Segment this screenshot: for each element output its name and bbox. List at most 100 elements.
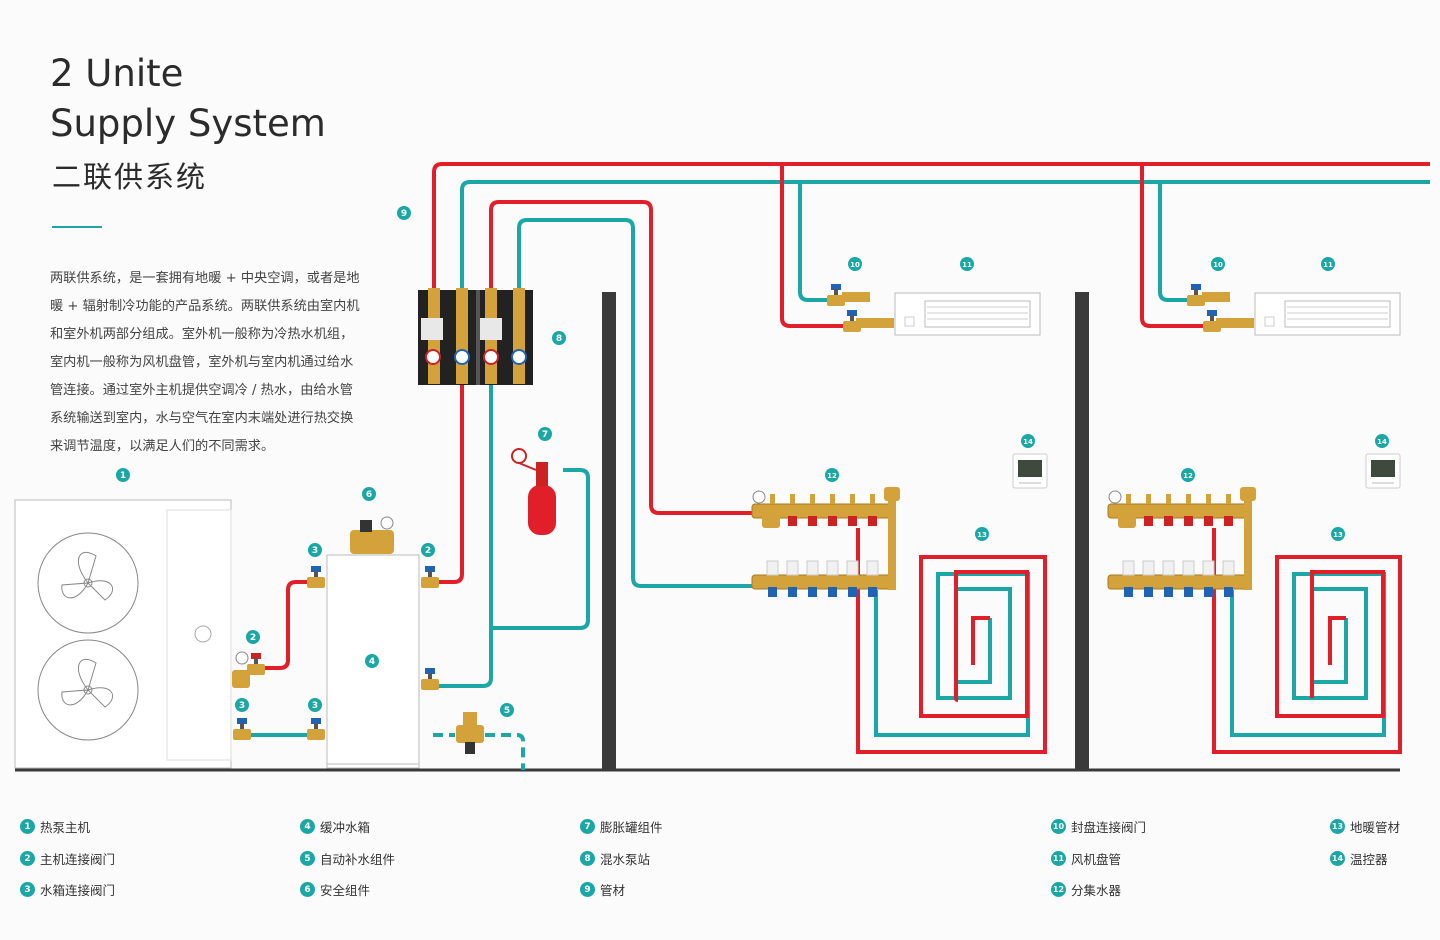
callout-badge: 12 <box>1181 468 1195 482</box>
legend-label: 缓冲水箱 <box>320 820 371 835</box>
callout-badge: 1 <box>116 468 130 482</box>
callout-number: 3 <box>239 701 245 711</box>
heat-pump-unit <box>14 499 232 769</box>
hot-pipes <box>262 162 1430 754</box>
callout-number: 12 <box>1183 472 1193 480</box>
callout-number: 11 <box>962 261 972 269</box>
legend-label: 热泵主机 <box>40 820 91 835</box>
mixing-pump-station <box>418 288 533 385</box>
legend-number: 12 <box>1051 882 1066 897</box>
manifold <box>751 487 900 598</box>
callout-number: 13 <box>977 531 987 539</box>
legend-item: 2 主机连接阀门 <box>20 849 115 868</box>
legend-item: 7 膨胀罐组件 <box>580 817 663 836</box>
callout-number: 10 <box>850 261 860 269</box>
callout-badge: 12 <box>825 468 839 482</box>
thermostat <box>1365 453 1401 489</box>
callout-number: 6 <box>366 490 372 500</box>
callout-badge: 14 <box>1375 434 1389 448</box>
legend-number: 5 <box>300 851 315 866</box>
legend-label: 水箱连接阀门 <box>40 883 116 898</box>
description-line: 系统输送到室内，水与空气在室内末端处进行热交换 <box>50 411 354 426</box>
callout-number: 11 <box>1323 261 1333 269</box>
callout-number: 14 <box>1023 438 1033 446</box>
callout-badge: 13 <box>975 527 989 541</box>
callout-number: 14 <box>1377 438 1387 446</box>
thermostat <box>1012 453 1048 489</box>
legend-label: 混水泵站 <box>600 852 651 867</box>
legend-item: 11 风机盘管 <box>1051 849 1121 868</box>
callout-number: 8 <box>556 334 562 344</box>
title-line-1: 2 Unite <box>50 52 184 95</box>
legend-number: 7 <box>580 819 595 834</box>
wall <box>602 292 616 770</box>
callout-number: 1 <box>120 471 126 481</box>
gauge-icon <box>235 651 249 665</box>
description-line: 两联供系统，是一套拥有地暖 + 中央空调，或者是地 <box>50 271 360 286</box>
callout-badge: 10 <box>848 257 862 271</box>
legend-label: 主机连接阀门 <box>40 852 116 867</box>
legend-label: 膨胀罐组件 <box>600 820 663 835</box>
callout-number: 7 <box>542 430 548 440</box>
callout-badge: 13 <box>1331 527 1345 541</box>
callout-badge: 2 <box>246 630 260 644</box>
legend-number: 10 <box>1051 819 1066 834</box>
legend-label: 地暖管材 <box>1350 820 1401 835</box>
legend-label: 封盘连接阀门 <box>1071 820 1147 835</box>
description-line: 和室外机两部分组成。室外机一般称为冷热水机组， <box>50 327 354 342</box>
callout-number: 5 <box>504 706 510 716</box>
filter-valve <box>232 670 250 688</box>
wall <box>1075 292 1089 770</box>
description-line: 室内机一般称为风机盘管，室外机与室内机通过给水 <box>50 355 354 370</box>
fancoil-valve-body <box>1202 292 1230 302</box>
description-line: 管连接。通过室外主机提供空调冷 / 热水，由给水管 <box>50 383 353 398</box>
auto-fill-valve <box>456 712 484 754</box>
legend-number: 6 <box>300 882 315 897</box>
callout-badge: 5 <box>500 703 514 717</box>
legend-number: 9 <box>580 882 595 897</box>
tank-valve <box>307 566 325 588</box>
callout-badge: 3 <box>235 698 249 712</box>
callout-number: 13 <box>1333 531 1343 539</box>
legend-label: 管材 <box>600 883 626 898</box>
legend-label: 风机盘管 <box>1071 852 1122 867</box>
callout-number: 2 <box>250 633 256 643</box>
callout-number: 3 <box>312 701 318 711</box>
callout-badge: 3 <box>308 698 322 712</box>
fancoil-valve-body <box>1216 318 1254 328</box>
callout-badge: 11 <box>960 257 974 271</box>
legend-item: 5 自动补水组件 <box>300 849 395 868</box>
legend-number: 13 <box>1330 819 1345 834</box>
legend-number: 2 <box>20 851 35 866</box>
fancoil-valve-body <box>856 318 894 328</box>
legend-number: 4 <box>300 819 315 834</box>
callout-badge: 6 <box>362 487 376 501</box>
description-line: 暖 + 辐射制冷功能的产品系统。两联供系统由室内机 <box>50 299 360 314</box>
cold-pipes <box>245 180 1430 770</box>
callout-badge: 9 <box>397 206 411 220</box>
legend-number: 1 <box>20 819 35 834</box>
title-chinese: 二联供系统 <box>52 160 208 194</box>
tank-valve <box>233 718 251 740</box>
tank-valve <box>421 668 439 690</box>
legend-label: 自动补水组件 <box>320 852 396 867</box>
callout-badge: 7 <box>538 427 552 441</box>
legend-item: 4 缓冲水箱 <box>300 817 370 836</box>
callout-number: 10 <box>1213 261 1223 269</box>
safety-group <box>350 516 394 554</box>
callout-badge: 3 <box>308 543 322 557</box>
callout-badge: 4 <box>365 654 379 668</box>
host-valve <box>421 566 439 588</box>
callout-number: 3 <box>312 546 318 556</box>
callout-badge: 14 <box>1021 434 1035 448</box>
legend-number: 11 <box>1051 851 1066 866</box>
manifold <box>1107 487 1256 598</box>
callout-number: 9 <box>401 209 407 219</box>
